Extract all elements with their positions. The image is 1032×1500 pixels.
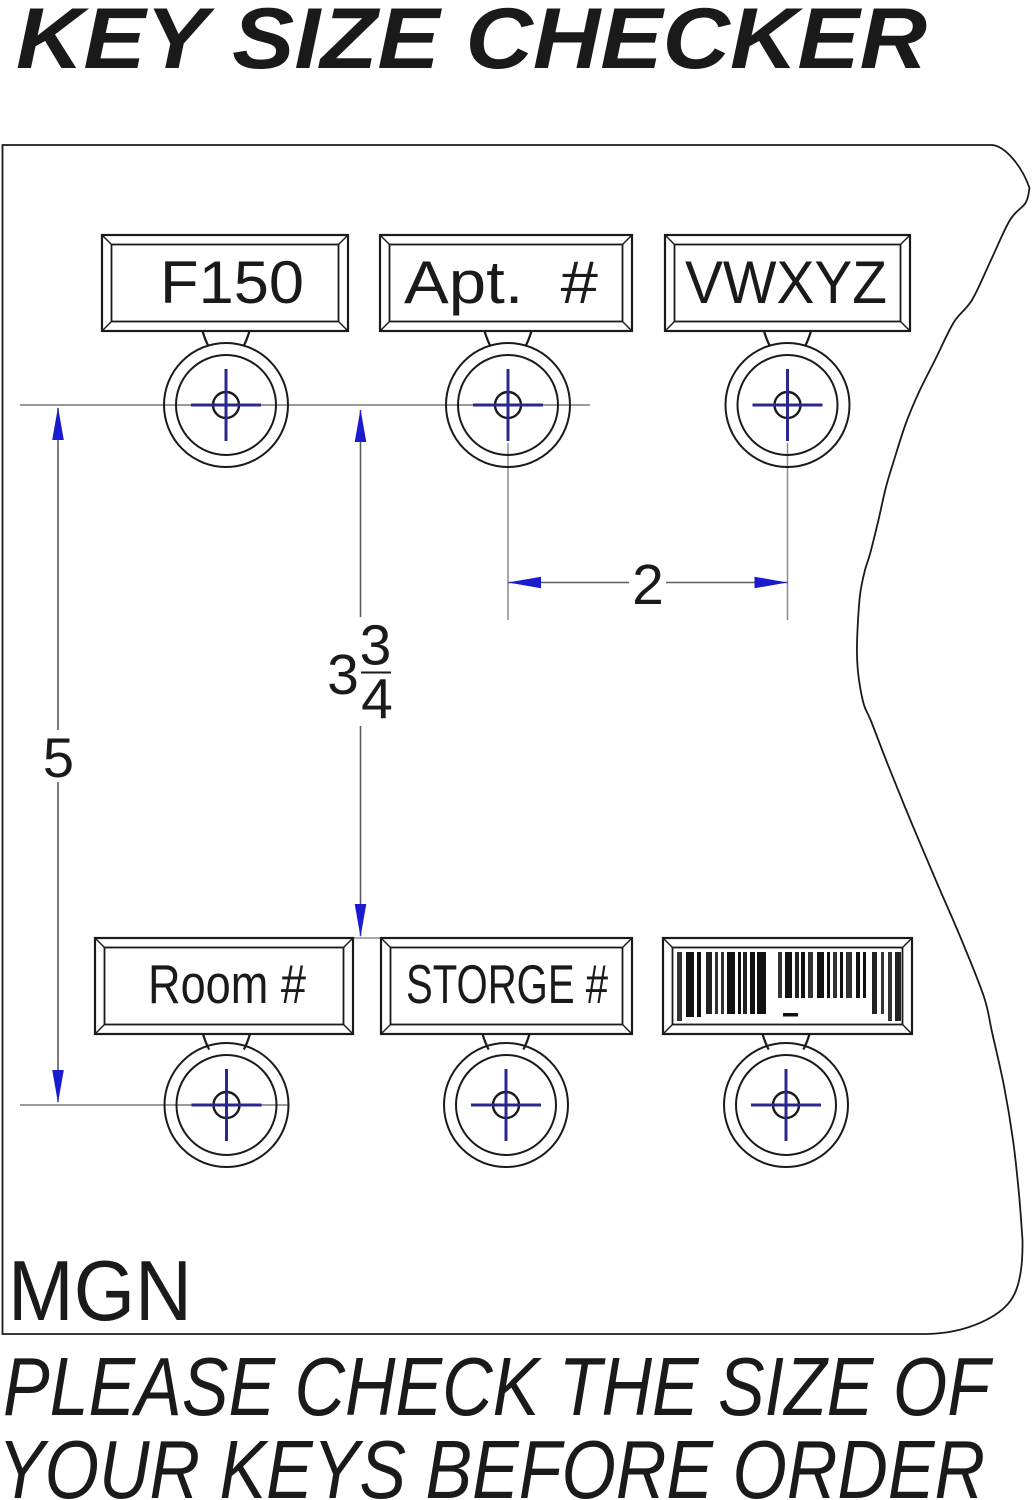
svg-text:F150: F150 [160,249,304,316]
svg-text:3: 3 [327,643,359,707]
svg-text:STORGE #: STORGE # [406,953,608,1015]
svg-text:4: 4 [361,668,393,732]
svg-text:YOUR KEYS BEFORE ORDER: YOUR KEYS BEFORE ORDER [0,1424,985,1500]
svg-text:5: 5 [43,726,74,789]
svg-text:Room #: Room # [148,953,306,1015]
svg-text:Apt. #: Apt. # [404,249,599,316]
svg-text:KEY SIZE CHECKER: KEY SIZE CHECKER [16,0,927,87]
svg-text:PLEASE CHECK THE SIZE OF: PLEASE CHECK THE SIZE OF [3,1341,994,1433]
svg-text:2: 2 [632,553,664,617]
svg-text:3: 3 [360,614,392,678]
svg-text:MGN: MGN [8,1244,192,1339]
svg-text:VWXYZ: VWXYZ [685,249,887,316]
